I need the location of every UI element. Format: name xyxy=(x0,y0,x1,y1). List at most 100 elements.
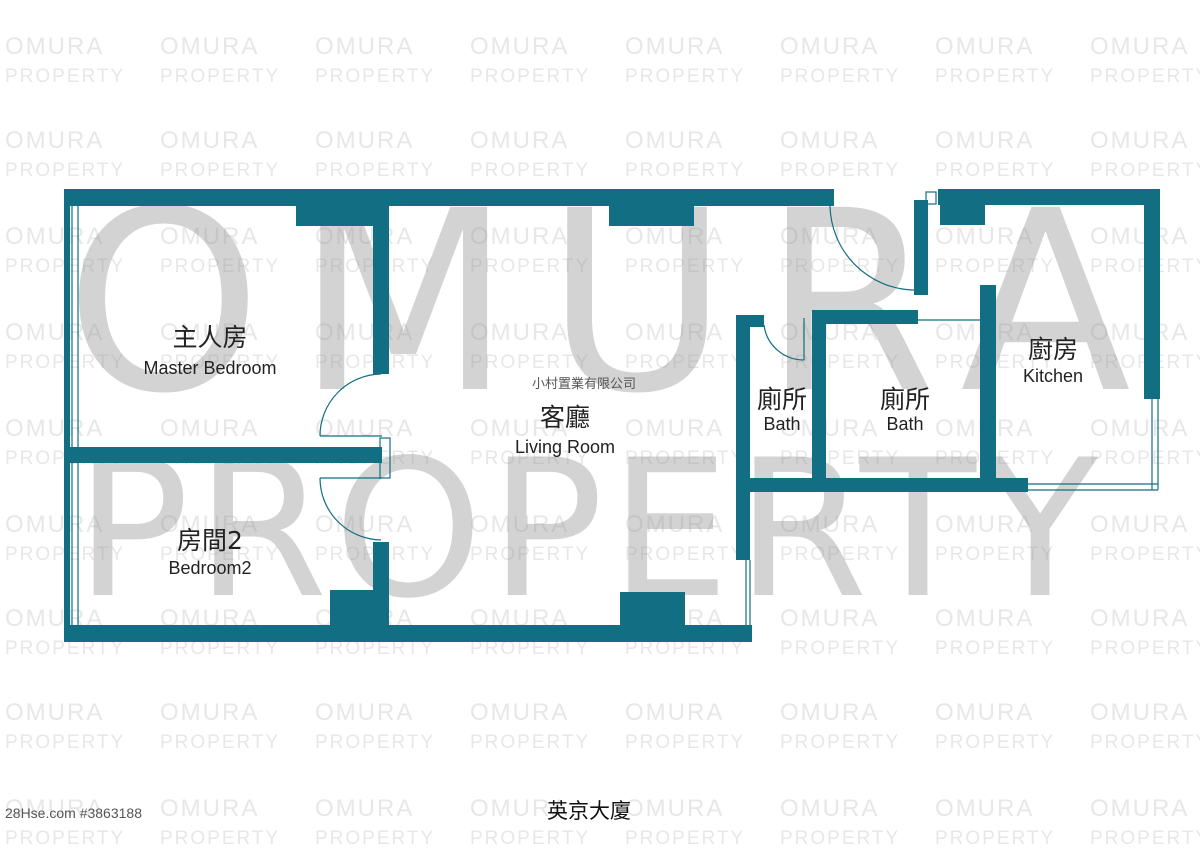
door-master-swing xyxy=(319,373,382,437)
watermark-tile-line2: PROPERTY xyxy=(625,828,746,849)
watermark-tile-line2: PROPERTY xyxy=(780,256,901,277)
wall-living-right xyxy=(736,315,750,560)
watermark-tile-line2: PROPERTY xyxy=(5,828,126,849)
watermark-tile-line2: PROPERTY xyxy=(1090,448,1200,469)
watermark-tile-line2: PROPERTY xyxy=(780,544,901,565)
watermark-tile-line2: PROPERTY xyxy=(1090,732,1200,753)
watermark-tile-line1: OMURA xyxy=(780,33,880,60)
watermark-tile-line1: OMURA xyxy=(625,699,725,726)
watermark-tile: OMURA PROPERTY xyxy=(1090,414,1200,474)
watermark-tile-line1: OMURA xyxy=(5,127,105,154)
watermark-tile-line1: OMURA xyxy=(780,511,880,538)
watermark-tile-line2: PROPERTY xyxy=(160,544,281,565)
walls xyxy=(64,189,1160,642)
watermark-tile-line2: PROPERTY xyxy=(470,256,591,277)
watermark-tile-line1: OMURA xyxy=(470,699,570,726)
watermark-tile-line2: PROPERTY xyxy=(315,638,436,659)
watermark-tile-line1: OMURA xyxy=(160,223,260,250)
watermark-tile-line2: PROPERTY xyxy=(1090,638,1200,659)
watermark-tile: OMURA PROPERTY xyxy=(935,126,1055,186)
watermark-tile: OMURA PROPERTY xyxy=(1090,794,1200,854)
master-bedroom-zh: 主人房 xyxy=(172,323,248,352)
watermark-tile-line2: PROPERTY xyxy=(315,828,436,849)
watermark-tile-line2: PROPERTY xyxy=(160,256,281,277)
watermark-tile-line1: OMURA xyxy=(780,223,880,250)
wall-top-right xyxy=(938,189,1160,205)
door-entry-swing xyxy=(829,205,913,291)
watermark-tile-line1: OMURA xyxy=(470,223,570,250)
watermark-tile-line2: PROPERTY xyxy=(160,638,281,659)
watermark-tile-line2: PROPERTY xyxy=(1090,828,1200,849)
watermark-tile-line2: PROPERTY xyxy=(160,828,281,849)
column-top-2 xyxy=(609,206,694,226)
watermark-tile-line2: PROPERTY xyxy=(160,352,281,373)
watermark-tile-line1: OMURA xyxy=(160,33,260,60)
watermark-tile-line1: OMURA xyxy=(780,795,880,822)
watermark-tile-line2: PROPERTY xyxy=(935,66,1056,87)
wall-bath2-top xyxy=(812,310,918,324)
watermark-tile-line1: OMURA xyxy=(935,33,1035,60)
watermark-tile-line1: OMURA xyxy=(780,699,880,726)
watermark-tile: OMURA PROPERTY xyxy=(780,222,900,282)
door-bath1-swing xyxy=(763,324,805,361)
windows-and-doors xyxy=(71,191,1159,625)
watermark-tile-line2: PROPERTY xyxy=(780,732,901,753)
watermark-tile-line1: OMURA xyxy=(1090,223,1190,250)
watermark-tile-line1: OMURA xyxy=(470,795,570,822)
watermark-tile-line2: PROPERTY xyxy=(160,160,281,181)
watermark-tile-line2: PROPERTY xyxy=(5,638,126,659)
watermark-tile: OMURA PROPERTY xyxy=(160,222,280,282)
watermark-tile-line2: PROPERTY xyxy=(1090,66,1200,87)
watermark-tile-line1: OMURA xyxy=(1090,795,1190,822)
watermark-tile-line1: OMURA xyxy=(1090,415,1190,442)
watermark-tile-line1: OMURA xyxy=(935,699,1035,726)
building-name: 英京大廈 xyxy=(547,799,631,823)
watermark-tile-line2: PROPERTY xyxy=(780,352,901,373)
watermark-tile-line1: OMURA xyxy=(1090,127,1190,154)
watermark-tile-line1: OMURA xyxy=(315,795,415,822)
watermark-tile-line1: OMURA xyxy=(5,795,105,822)
bath2-en: Bath xyxy=(886,414,924,434)
watermark-tile-line1: OMURA xyxy=(935,127,1035,154)
wall-bath1-top xyxy=(736,315,764,327)
watermark-tile-line2: PROPERTY xyxy=(625,352,746,373)
watermark-tile: OMURA PROPERTY xyxy=(5,794,125,854)
watermark-tile-line2: PROPERTY xyxy=(935,544,1056,565)
big-watermark-line2: PROPERTY xyxy=(75,419,1105,640)
kitchen-zh: 廚房 xyxy=(1027,335,1078,364)
watermark-tile-line1: OMURA xyxy=(935,605,1035,632)
watermark-tile: OMURA PROPERTY xyxy=(315,794,435,854)
wall-left xyxy=(64,189,70,642)
watermark-tile-line2: PROPERTY xyxy=(935,160,1056,181)
bedroom2-zh: 房間2 xyxy=(177,526,243,555)
watermark-tile-line2: PROPERTY xyxy=(780,66,901,87)
watermark-tile-line2: PROPERTY xyxy=(625,544,746,565)
door-bedroom2-swing xyxy=(319,477,382,541)
watermark-tile-line1: OMURA xyxy=(470,511,570,538)
watermark-tile-line1: OMURA xyxy=(625,319,725,346)
watermark-tile-line1: OMURA xyxy=(625,223,725,250)
bedroom2-en: Bedroom2 xyxy=(168,558,252,578)
watermark-tile-line1: OMURA xyxy=(470,319,570,346)
watermark-tile-line1: OMURA xyxy=(1090,511,1190,538)
